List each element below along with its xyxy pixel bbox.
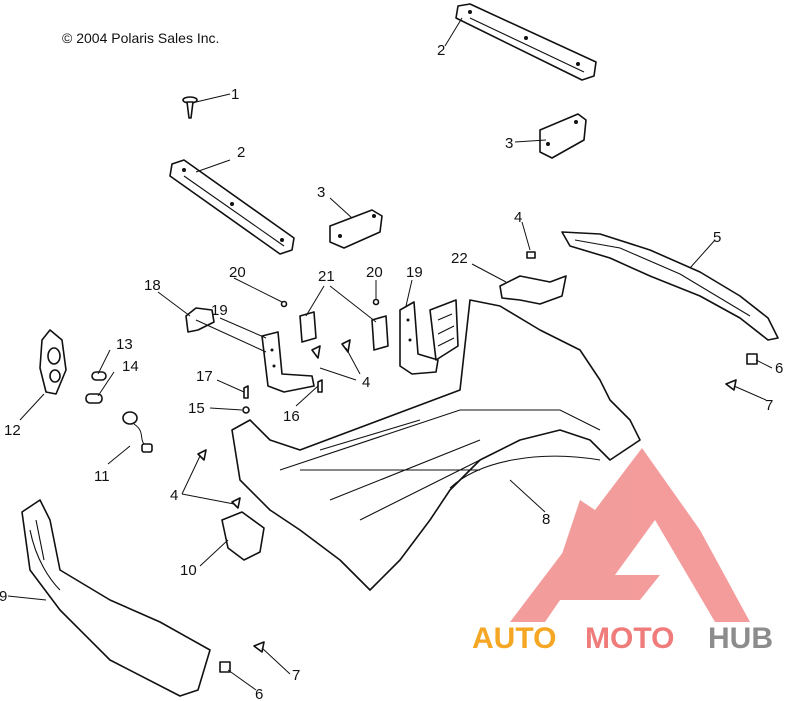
- socket-harness: [122, 411, 153, 453]
- callout-4-left: 4: [170, 487, 178, 504]
- callout-6-right: 6: [775, 360, 783, 377]
- callout-15: 15: [188, 400, 205, 417]
- callout-3-top: 3: [505, 135, 513, 152]
- callout-14: 14: [122, 358, 139, 375]
- copyright-notice: © 2004 Polaris Sales Inc.: [62, 30, 220, 46]
- watermark-hub: HUB: [708, 622, 773, 655]
- callout-19-left: 19: [211, 302, 228, 319]
- callout-10: 10: [180, 562, 197, 579]
- watermark-logo: [510, 448, 750, 622]
- rear-rack-strip-lower: [169, 159, 295, 255]
- callout-2-top: 2: [437, 42, 445, 59]
- callout-18: 18: [144, 277, 161, 294]
- callout-7-bottom: 7: [292, 667, 300, 684]
- callout-9: 9: [0, 588, 7, 605]
- fasteners: [197, 251, 758, 673]
- fender-flare-right: [561, 231, 779, 341]
- callout-4-top: 4: [514, 209, 522, 226]
- callout-1: 1: [231, 86, 239, 103]
- callout-12: 12: [4, 422, 21, 439]
- screw-1: [182, 96, 198, 119]
- callout-21: 21: [318, 268, 335, 285]
- bracket-21: [299, 311, 389, 351]
- mount-bracket-19-left: [261, 331, 315, 393]
- callout-2-left: 2: [237, 144, 245, 161]
- callout-20-right: 20: [366, 264, 383, 281]
- callout-6-bottom: 6: [255, 686, 263, 701]
- watermark-moto: MOTO: [585, 622, 674, 655]
- callout-4-middle: 4: [362, 374, 370, 391]
- bracket-18: [185, 307, 215, 333]
- rear-rack-strip-upper: [455, 3, 597, 81]
- callout-22: 22: [451, 250, 468, 267]
- watermark-auto: AUTO: [472, 622, 556, 655]
- callout-11: 11: [94, 468, 110, 485]
- callout-20-left: 20: [229, 264, 246, 281]
- watermark-text: AUTO MOTO HUB: [472, 622, 773, 655]
- callout-3-middle: 3: [317, 184, 325, 201]
- bracket-10: [221, 511, 265, 561]
- callout-17: 17: [196, 368, 213, 385]
- mount-bracket-19-right: [399, 301, 439, 375]
- fender-flare-left: [21, 499, 211, 697]
- bracket-upper: [539, 113, 587, 159]
- leader-lines: [7, 17, 773, 691]
- rear-fender-main: [231, 299, 641, 591]
- bulbs: [85, 371, 107, 404]
- callout-8: 8: [542, 511, 550, 528]
- callout-7-right: 7: [765, 397, 773, 414]
- callout-5: 5: [713, 229, 721, 246]
- taillight-housing: [39, 329, 67, 395]
- bracket-lower: [329, 209, 383, 249]
- bracket-22: [499, 275, 567, 305]
- callout-19-right: 19: [406, 264, 423, 281]
- callout-13: 13: [116, 336, 133, 353]
- callout-labels: 1 2 2 3 3 4 4 4 5 6 6 7 7 8 9 10 11 12 1…: [0, 42, 783, 701]
- callout-16: 16: [283, 408, 300, 425]
